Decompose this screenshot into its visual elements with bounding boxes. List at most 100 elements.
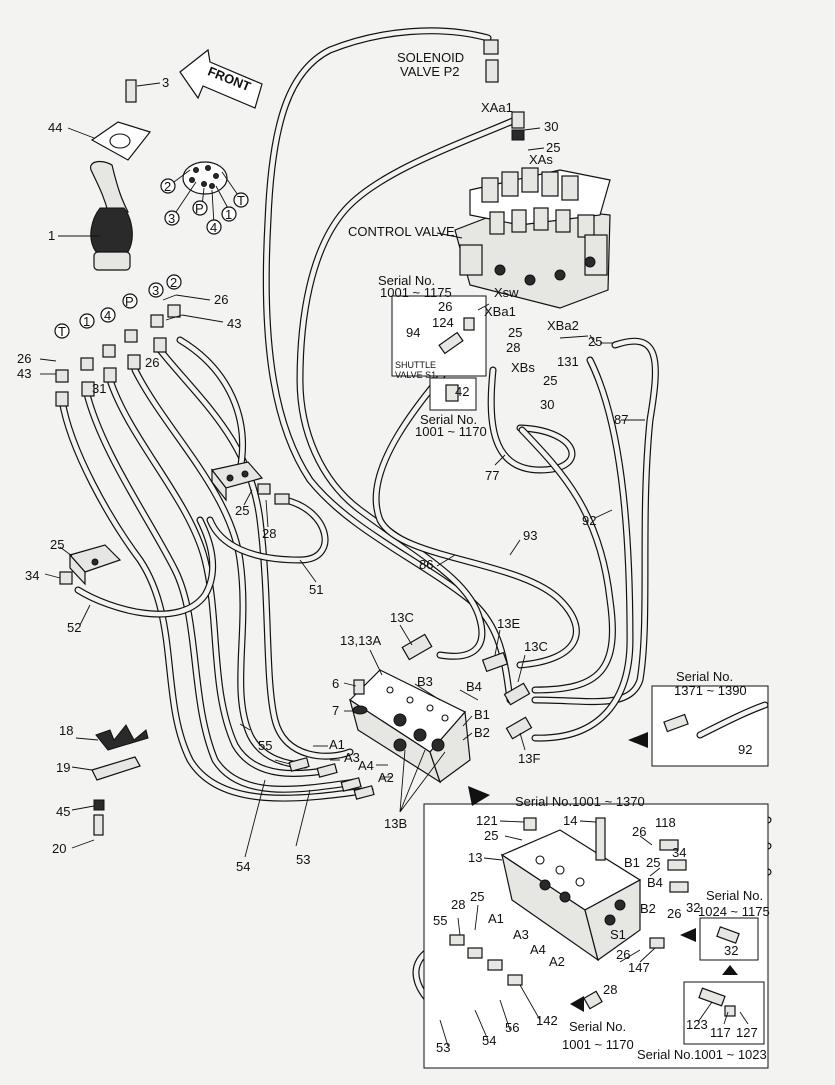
- diagram-label: 1001 ~ 1170: [415, 424, 487, 439]
- block-25-28: [210, 461, 290, 505]
- callout-cB4: B4: [466, 679, 482, 694]
- joystick-boot: [90, 207, 133, 253]
- port-label: 3: [152, 283, 159, 298]
- callout-c26d: 26: [438, 299, 452, 314]
- solenoid-label: SOLENOID: [397, 50, 464, 65]
- callout-cB1: B1: [474, 707, 490, 722]
- callout-c34b: 34: [672, 845, 686, 860]
- diagram-label: XAs: [529, 152, 553, 167]
- port-markers: 2 3 P 4 1 T T 1 4 P 3 2: [54, 178, 249, 339]
- callout-c52: 52: [67, 620, 81, 635]
- port-label: 1: [225, 207, 232, 222]
- diagram-label: 1001 ~ 1175: [380, 285, 452, 300]
- callout-c87: 87: [614, 412, 628, 427]
- callout-c56: 56: [505, 1020, 519, 1035]
- callout-c43b: 43: [17, 366, 31, 381]
- port-pattern: [182, 161, 228, 195]
- callout-c54b: 54: [482, 1033, 496, 1048]
- callout-c118: 118: [655, 815, 676, 830]
- callout-c26f: 26: [667, 906, 681, 921]
- callout-cA1b: A1: [488, 911, 504, 926]
- diagram-label: XAa1: [481, 100, 513, 115]
- callout-cB2: B2: [474, 725, 490, 740]
- callout-c13c_b: 13C: [524, 639, 548, 654]
- front-arrow-icon: FRONT: [179, 48, 263, 109]
- port-label: 2: [164, 179, 171, 194]
- callout-c25f: 25: [543, 373, 557, 388]
- inset-serial-1371-1390: [628, 685, 769, 767]
- callout-cA4: A4: [358, 758, 374, 773]
- callout-c44: 44: [48, 120, 62, 135]
- callout-c55a: 55: [258, 738, 272, 753]
- callout-cA4b: A4: [530, 942, 546, 957]
- callout-c124: 124: [432, 315, 454, 330]
- callout-c31: 31: [92, 381, 106, 396]
- callout-c13c_a: 13C: [390, 610, 414, 625]
- callout-c55b: 55: [433, 913, 447, 928]
- block-25-34: [59, 544, 122, 586]
- port-label: P: [195, 201, 204, 216]
- valve-p2-label: VALVE P2: [400, 64, 460, 79]
- callout-cB4b: B4: [647, 875, 663, 890]
- callout-c32b: 32: [724, 943, 738, 958]
- callout-c13b: 13B: [384, 816, 407, 831]
- joystick-assembly: [90, 79, 241, 271]
- callout-c25d: 25: [508, 325, 522, 340]
- callout-c3: 3: [162, 75, 169, 90]
- callout-c53b: 53: [436, 1040, 450, 1055]
- diagram-label: Serial No.: [420, 412, 477, 427]
- callout-c123: 123: [686, 1017, 708, 1032]
- diagram-label: Xsw: [494, 285, 519, 300]
- port-label: 2: [170, 275, 177, 290]
- callout-c6: 6: [332, 676, 339, 691]
- callout-c25g: 25: [484, 828, 498, 843]
- callout-c51: 51: [309, 582, 323, 597]
- callout-c18: 18: [59, 723, 73, 738]
- callout-cB3: B3: [417, 674, 433, 689]
- callout-c19: 19: [56, 760, 70, 775]
- joystick-grip: [90, 160, 129, 213]
- callout-c7: 7: [332, 703, 339, 718]
- callout-c53a: 53: [296, 852, 310, 867]
- port-label: 3: [168, 211, 175, 226]
- callout-c26b: 26: [17, 351, 31, 366]
- callout-c25c: 25: [546, 140, 560, 155]
- callout-c1313a: 13,13A: [340, 633, 382, 648]
- callout-c28a: 28: [262, 526, 276, 541]
- callout-c86: 86: [419, 557, 433, 572]
- callout-c45: 45: [56, 804, 70, 819]
- control-valve-label: CONTROL VALVE: [348, 224, 455, 239]
- callout-c28c: 28: [451, 897, 465, 912]
- callout-c13f: 13F: [518, 751, 540, 766]
- boot-plate-44: [90, 121, 152, 161]
- callout-c30b: 30: [540, 397, 554, 412]
- callout-c13: 13: [468, 850, 482, 865]
- port-label: 1: [83, 314, 90, 329]
- diagram-label: Serial No.1001 ~ 1023: [637, 1047, 767, 1062]
- port-label: T: [237, 193, 245, 208]
- part-callouts: 3 44 1 26 43 26 43 26 31 25 28 25 34 51 …: [17, 75, 758, 1055]
- inset-serial-1001-1175: [391, 295, 487, 411]
- callout-c93: 93: [523, 528, 537, 543]
- callout-cS1: S1: [610, 927, 626, 942]
- callout-c54a: 54: [236, 859, 250, 874]
- fittings-joystick: [55, 304, 181, 407]
- callout-cA2b: A2: [549, 954, 565, 969]
- callout-cA3: A3: [344, 750, 360, 765]
- clamp-bracket: [91, 724, 149, 836]
- pilot-block-13: [288, 633, 533, 800]
- diagram-label: Serial No.: [569, 1019, 626, 1034]
- callout-c92a: 92: [582, 513, 596, 528]
- diagram-label: XBa1: [484, 304, 516, 319]
- callout-c77: 77: [485, 468, 499, 483]
- callout-c26c: 26: [145, 355, 159, 370]
- diagram-label: 1001 ~ 1170: [562, 1037, 634, 1052]
- control-valve: [454, 39, 611, 309]
- callout-c92b: 92: [738, 742, 752, 757]
- port-label: 4: [210, 220, 217, 235]
- callout-c25b: 25: [50, 537, 64, 552]
- callout-cB1b: B1: [624, 855, 640, 870]
- callout-c25e: 25: [588, 334, 602, 349]
